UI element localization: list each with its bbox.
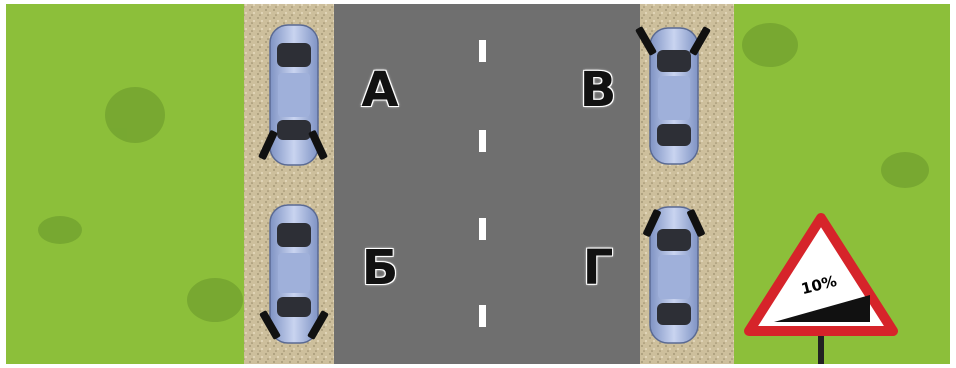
label-a: А bbox=[350, 60, 410, 120]
label-b: Б bbox=[350, 238, 410, 298]
car-b bbox=[259, 205, 329, 343]
label-v: В bbox=[568, 60, 628, 120]
car-g bbox=[642, 207, 705, 343]
label-g: Г bbox=[568, 238, 628, 298]
road bbox=[334, 0, 640, 364]
